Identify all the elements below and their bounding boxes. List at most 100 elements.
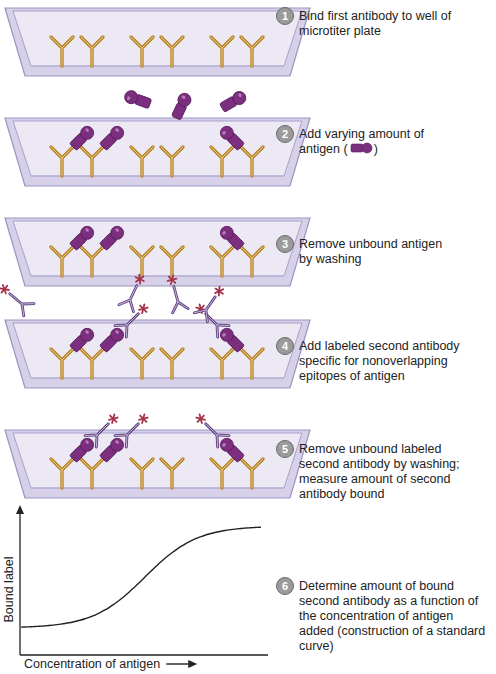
capture-antibody (241, 349, 263, 378)
antibody-highlight (51, 37, 73, 66)
capture-antibody (81, 459, 103, 488)
antibody-outline (81, 349, 103, 378)
standard-curve-plot (16, 505, 268, 655)
antibody-highlight (131, 147, 153, 176)
antibody-outline (81, 37, 103, 66)
antibody-outline (241, 37, 263, 66)
antigen-head (218, 124, 236, 142)
antigen (170, 91, 193, 121)
step-number: 3 (282, 239, 288, 250)
antibody-highlight (81, 459, 103, 488)
y-axis-arrowhead (16, 505, 24, 514)
antibody-outline (115, 308, 144, 337)
antibody-highlight (115, 308, 144, 337)
step-description: Determine amount of bound second antibod… (299, 579, 491, 654)
step-description: Add varying amount of antigen () (299, 127, 449, 157)
antibody-highlight (211, 37, 233, 66)
antigen-head (108, 124, 126, 142)
antibody-outline (241, 349, 263, 378)
antibody-outline (51, 459, 73, 488)
capture-antibody (241, 147, 263, 176)
step-number-circle: 6 (276, 577, 294, 595)
antibody-highlight (131, 459, 153, 488)
antibody-outline (115, 418, 144, 447)
antibody-outline (161, 37, 183, 66)
capture-antibody (211, 459, 233, 488)
capture-antibody (131, 349, 153, 378)
step-text: Determine amount of bound second antibod… (299, 579, 485, 653)
capture-antibody (211, 37, 233, 66)
label-asterisk (137, 303, 149, 315)
antibody-highlight (119, 282, 144, 311)
antibody-highlight (51, 147, 73, 176)
step-text: Bind first antibody to well of microtite… (299, 9, 451, 38)
well-outer (5, 218, 310, 286)
antigen-head (218, 326, 236, 344)
antigen-head (123, 89, 140, 106)
labeled-second-antibody (194, 283, 228, 322)
asterisk-stroke (0, 285, 9, 293)
antibody-highlight (211, 349, 233, 378)
well-floor (31, 66, 284, 67)
antigen-head (362, 143, 372, 153)
antibody-highlight (81, 37, 103, 66)
antibody-outline (161, 459, 183, 488)
antibody-outline (211, 37, 233, 66)
capture-antibody (241, 459, 263, 488)
x-axis (20, 654, 268, 655)
antibody-highlight (51, 349, 73, 378)
asterisk-stroke (109, 414, 118, 423)
step-description: Bind first antibody to well of microtite… (299, 9, 489, 39)
step-number: 5 (282, 444, 288, 455)
antigen-head (78, 436, 96, 454)
antibody-outline (81, 459, 103, 488)
antibody-outline (166, 284, 188, 312)
label-asterisk (195, 413, 207, 425)
well-inner (13, 433, 302, 488)
antibody-highlight (131, 247, 153, 276)
antibody-outline (161, 247, 183, 276)
antibody-outline (131, 247, 153, 276)
antigen-head (108, 326, 126, 344)
capture-antibody (241, 37, 263, 66)
antibody-outline (211, 147, 233, 176)
label-asterisk (0, 283, 10, 295)
step-text: Remove unbound antigen by washing (299, 237, 442, 266)
antigen-shine (85, 440, 90, 445)
labeled-second-antibody (0, 281, 34, 316)
antigen (68, 224, 96, 252)
capture-antibody (131, 247, 153, 276)
capture-antibody (51, 349, 73, 378)
antibody-outline (131, 37, 153, 66)
labeled-second-antibody (85, 410, 122, 447)
antibody-outline (85, 418, 114, 447)
step-text: Add labeled second antibody specific for… (299, 339, 460, 383)
antigen (351, 143, 372, 153)
step-number: 6 (282, 581, 288, 592)
step-number-circle: 1 (276, 7, 294, 25)
capture-antibody (161, 37, 183, 66)
axis-arrowhead (188, 660, 197, 668)
asterisk-stroke (109, 414, 118, 423)
antibody-outline (200, 418, 229, 447)
well-outer (5, 118, 310, 186)
label-asterisk (137, 413, 149, 425)
antibody-highlight (241, 349, 263, 378)
asterisk-stroke (169, 275, 175, 284)
capture-antibody (161, 459, 183, 488)
microtiter-well (5, 8, 310, 76)
antigen-shine (222, 130, 227, 135)
antibody-highlight (194, 292, 221, 322)
antigen-head (108, 436, 126, 454)
step-text: Remove unbound labeled second antibody b… (299, 442, 460, 501)
step-description: Add labeled second antibody specific for… (299, 339, 474, 384)
capture-antibody (81, 349, 103, 378)
antibody-highlight (166, 284, 188, 312)
antibody-highlight (241, 147, 263, 176)
antibody-outline (119, 282, 144, 311)
antigen-head (78, 124, 96, 142)
antigen (218, 124, 246, 152)
antigen (98, 326, 126, 354)
antibody-highlight (115, 418, 144, 447)
capture-antibody (51, 459, 73, 488)
